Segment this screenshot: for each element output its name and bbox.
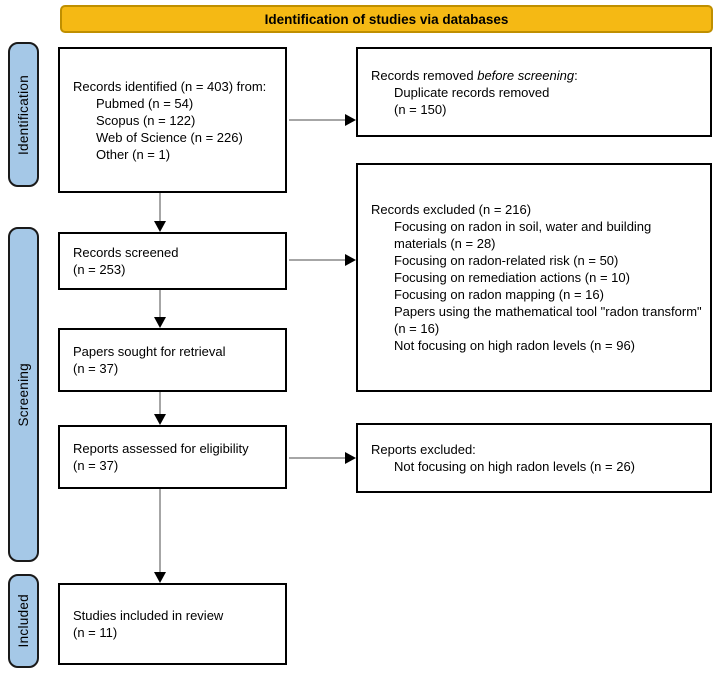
records-screened-title: Records screened — [73, 245, 179, 260]
papers-sought-count: (n = 37) — [73, 361, 119, 376]
banner-identification-via-databases: Identification of studies via databases — [60, 5, 713, 33]
arrow-screened-to-excluded — [289, 259, 346, 261]
box-reports-excluded: Reports excluded: Not focusing on high r… — [356, 423, 712, 493]
records-excluded-item: Focusing on radon-related risk (n = 50) — [394, 253, 619, 268]
box-records-identified: Records identified (n = 403) from: Pubme… — [58, 47, 287, 193]
box-records-removed: Records removed before screening: Duplic… — [356, 47, 712, 137]
reports-excluded-item: Not focusing on high radon levels (n = 2… — [394, 459, 636, 474]
banner-label: Identification of studies via databases — [264, 11, 509, 27]
arrowhead-right-icon — [345, 452, 356, 464]
ribbon-included: Included — [8, 574, 39, 668]
reports-assessed-count: (n = 37) — [73, 458, 119, 473]
arrow-sought-to-assessed — [159, 392, 161, 414]
records-removed-item: Duplicate records removed — [394, 84, 550, 100]
arrowhead-down-icon — [154, 317, 166, 328]
arrow-assessed-to-reports-excluded — [289, 457, 346, 459]
records-excluded-item: Focusing on remediation actions (n = 10) — [394, 270, 630, 285]
studies-included-count: (n = 11) — [73, 625, 118, 640]
records-identified-item: Pubmed (n = 54) — [96, 95, 194, 111]
arrowhead-right-icon — [345, 254, 356, 266]
records-identified-item: Scopus (n = 122) — [96, 112, 196, 128]
arrow-screened-to-sought — [159, 290, 161, 317]
box-papers-sought: Papers sought for retrieval (n = 37) — [58, 328, 287, 392]
records-excluded-item: Not focusing on high radon levels (n = 9… — [394, 338, 636, 353]
records-identified-item: Other (n = 1) — [96, 146, 171, 162]
box-records-screened: Records screened (n = 253) — [58, 232, 287, 290]
ribbon-identification-label: Identification — [16, 74, 31, 155]
arrowhead-down-icon — [154, 414, 166, 425]
records-excluded-item: Papers using the mathematical tool "rado… — [394, 304, 702, 336]
arrowhead-down-icon — [154, 572, 166, 583]
arrowhead-right-icon — [345, 114, 356, 126]
box-records-excluded: Records excluded (n = 216) Focusing on r… — [356, 163, 712, 392]
records-removed-italic: before screening — [477, 67, 575, 83]
reports-excluded-title: Reports excluded: — [371, 442, 476, 457]
ribbon-screening: Screening — [8, 227, 39, 562]
records-excluded-item: Focusing on radon mapping (n = 16) — [394, 287, 604, 302]
arrowhead-down-icon — [154, 221, 166, 232]
records-screened-count: (n = 253) — [73, 262, 126, 277]
records-identified-item: Web of Science (n = 226) — [96, 129, 243, 145]
arrow-identified-to-screened — [159, 193, 161, 221]
box-reports-assessed: Reports assessed for eligibility (n = 37… — [58, 425, 287, 489]
arrow-assessed-to-included — [159, 489, 161, 572]
records-excluded-title: Records excluded (n = 216) — [371, 202, 532, 217]
records-removed-title: Records removed before screening: — [371, 67, 578, 83]
ribbon-screening-label: Screening — [16, 362, 31, 427]
arrow-identified-to-removed — [289, 119, 346, 121]
ribbon-identification: Identification — [8, 42, 39, 187]
box-studies-included: Studies included in review (n = 11) — [58, 583, 287, 665]
reports-assessed-title: Reports assessed for eligibility — [73, 441, 249, 456]
records-excluded-item: Focusing on radon in soil, water and bui… — [394, 219, 652, 251]
ribbon-included-label: Included — [16, 594, 31, 648]
records-identified-title: Records identified (n = 403) from: — [73, 78, 267, 94]
studies-included-title: Studies included in review — [73, 608, 224, 623]
records-removed-item: (n = 150) — [394, 101, 447, 117]
papers-sought-title: Papers sought for retrieval — [73, 344, 226, 359]
